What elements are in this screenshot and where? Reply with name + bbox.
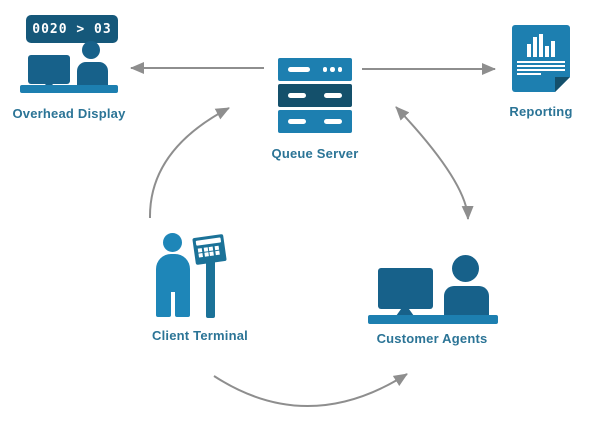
arrow-terminal-to-agents bbox=[213, 373, 408, 407]
kiosk-terminal-icon bbox=[192, 233, 227, 266]
arrow-server-customer-agents-bidirectional bbox=[395, 106, 474, 220]
overhead-person-torso-icon bbox=[77, 62, 108, 87]
client-person-leg bbox=[156, 292, 171, 317]
kiosk-screen bbox=[195, 237, 222, 246]
overhead-desk-bar bbox=[20, 85, 118, 93]
server-slot bbox=[288, 67, 310, 72]
agent-monitor-icon bbox=[378, 268, 433, 309]
client-person-head-icon bbox=[163, 233, 182, 252]
arrow-terminal-to-server bbox=[148, 107, 230, 219]
overhead-display-label: Overhead Display bbox=[12, 106, 126, 121]
document-text-lines bbox=[517, 61, 565, 77]
overhead-person-head-icon bbox=[82, 41, 100, 59]
reporting-document-icon bbox=[512, 25, 570, 92]
queue-server-icon bbox=[278, 58, 352, 133]
queue-server-label: Queue Server bbox=[271, 146, 359, 161]
server-unit-middle bbox=[278, 84, 352, 107]
queue-number-sign: 0020 > 03 bbox=[26, 15, 118, 43]
agent-desk-bar bbox=[368, 315, 498, 324]
kiosk-pole bbox=[206, 262, 215, 318]
server-leds bbox=[322, 67, 342, 72]
queue-number-text: 0020 > 03 bbox=[32, 21, 112, 37]
kiosk-keypad bbox=[197, 245, 220, 258]
agent-person-head-icon bbox=[452, 255, 479, 282]
client-terminal-label: Client Terminal bbox=[152, 328, 248, 343]
customer-agents-label: Customer Agents bbox=[376, 331, 488, 346]
overhead-monitor-icon bbox=[28, 55, 70, 84]
server-slot bbox=[324, 119, 342, 124]
client-person-leg bbox=[175, 292, 190, 317]
server-slot bbox=[288, 119, 306, 124]
server-unit-bottom bbox=[278, 110, 352, 133]
server-slot bbox=[288, 93, 306, 98]
server-unit-top bbox=[278, 58, 352, 81]
client-person-torso-icon bbox=[156, 254, 190, 292]
agent-person-torso-icon bbox=[444, 286, 489, 316]
bar-chart-icon bbox=[512, 32, 570, 57]
agent-monitor-stand bbox=[396, 309, 414, 316]
reporting-label: Reporting bbox=[509, 104, 573, 119]
server-slot bbox=[324, 93, 342, 98]
